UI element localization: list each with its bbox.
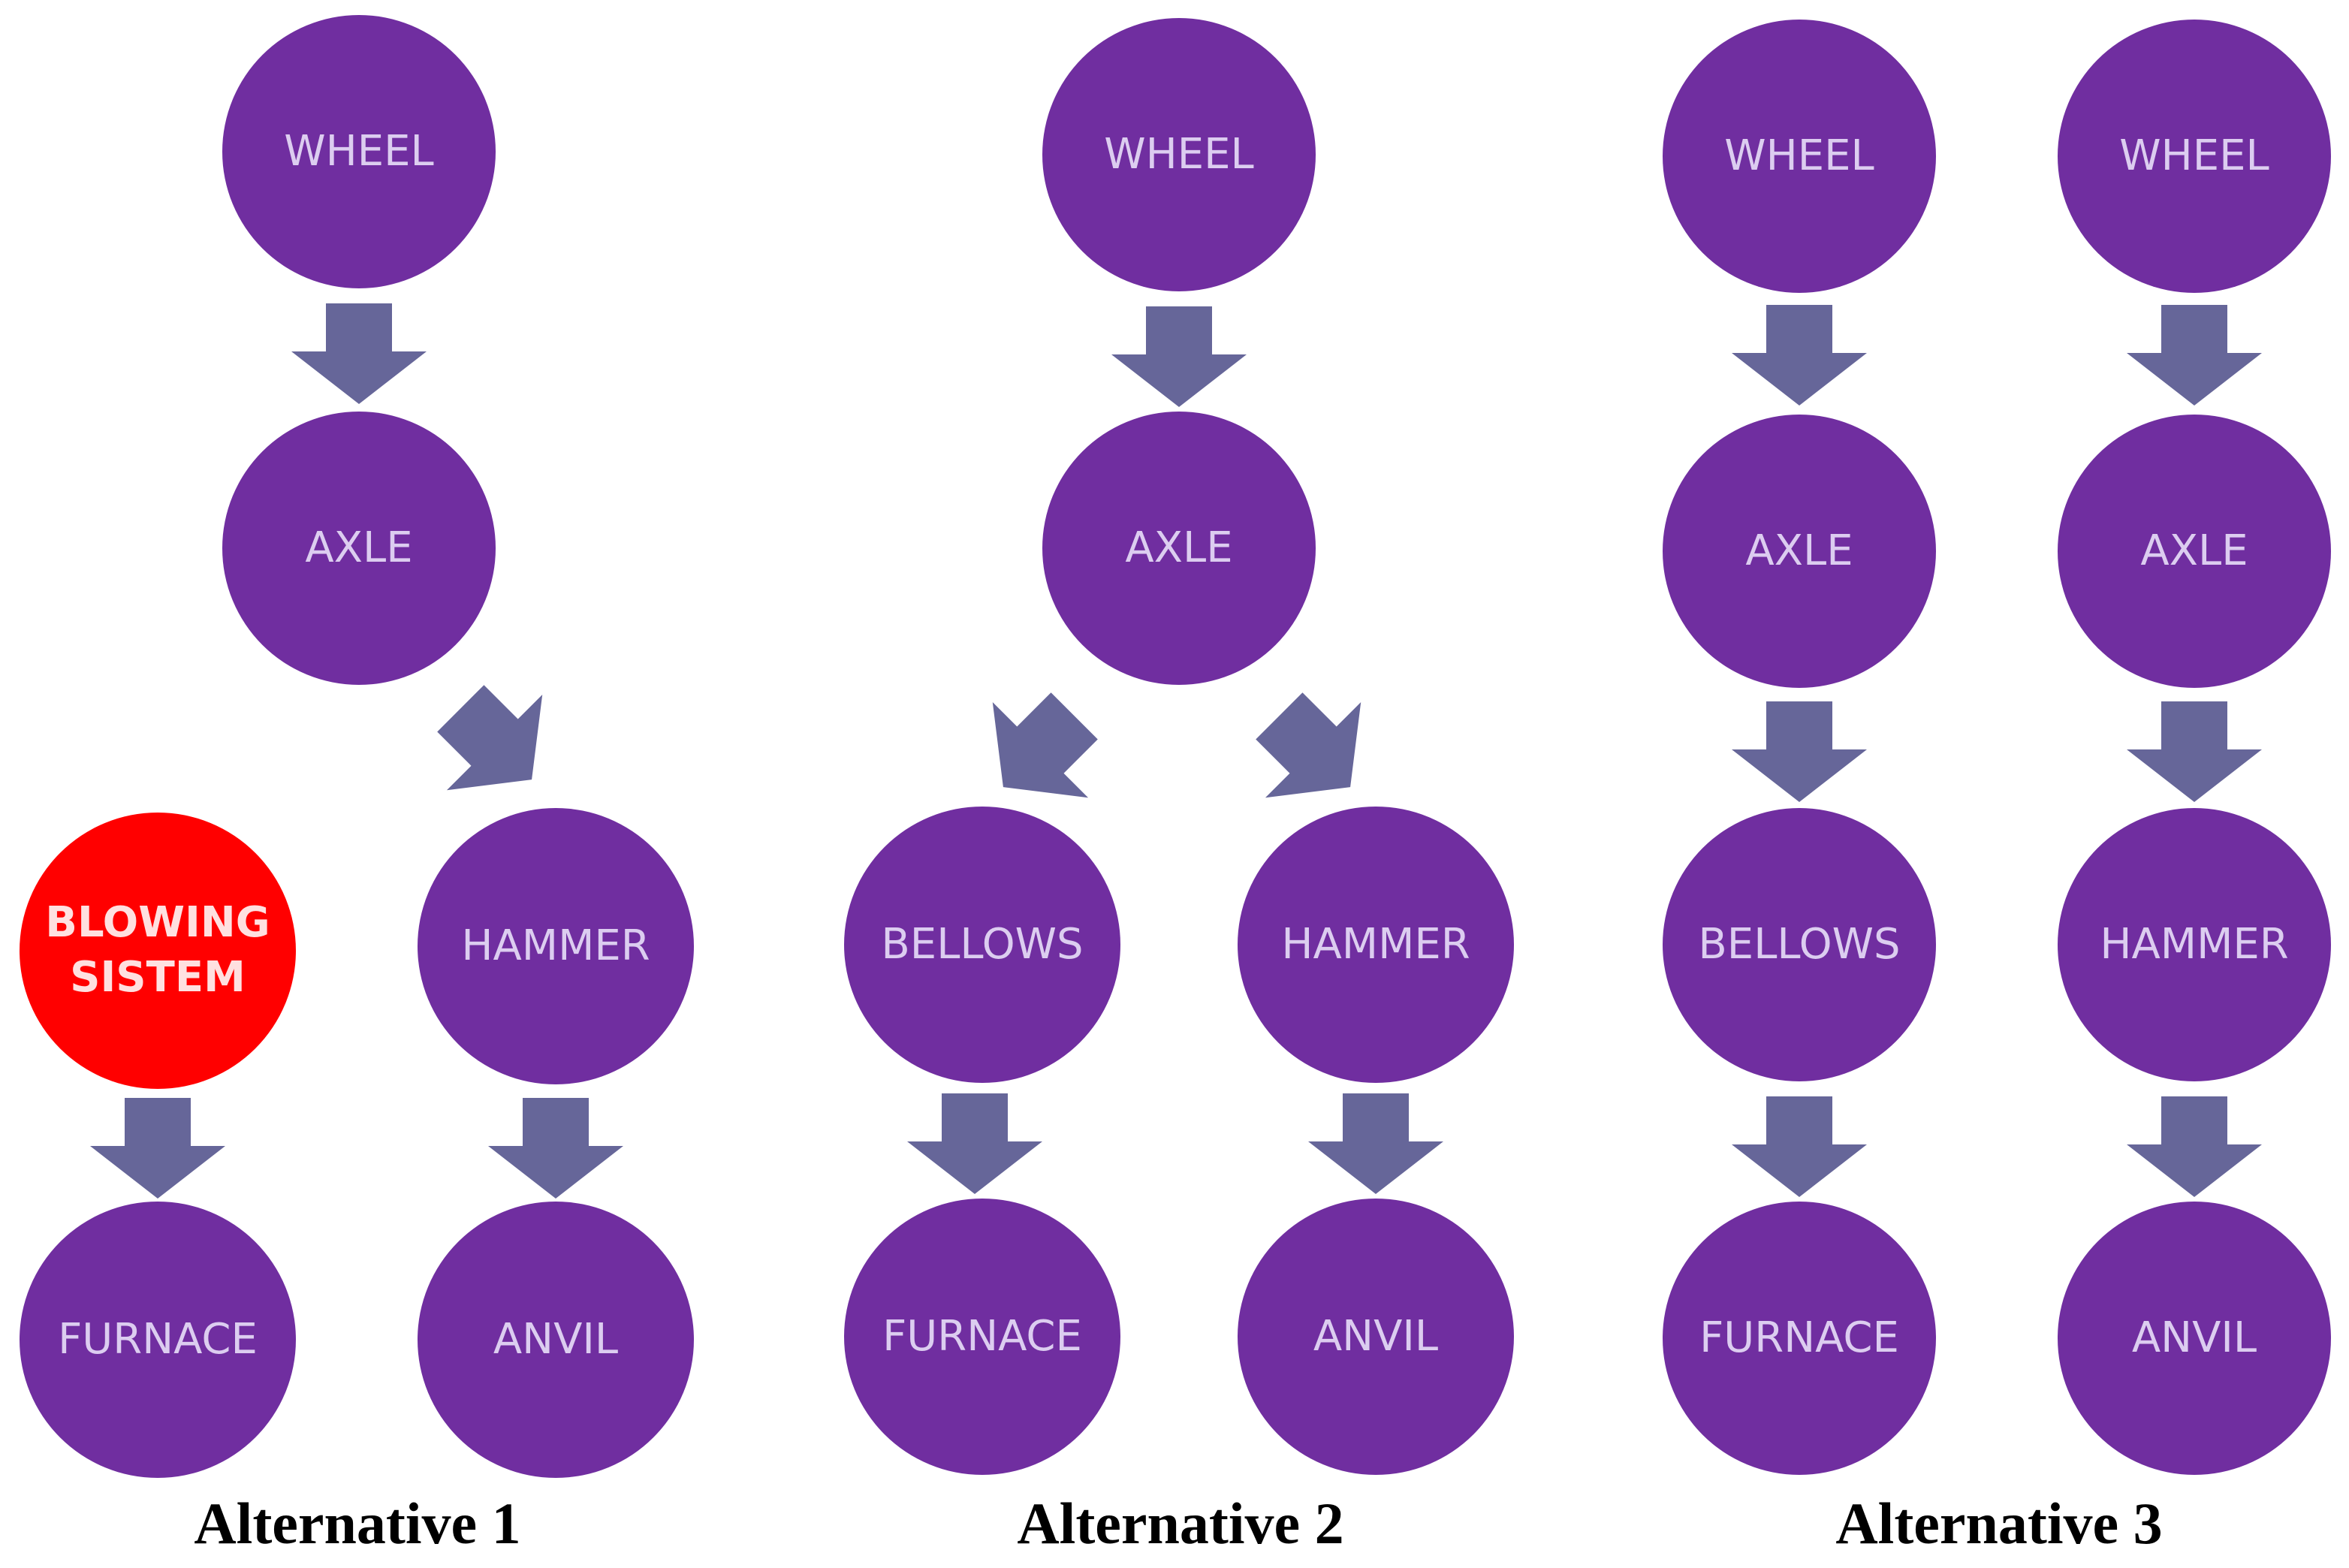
- alt3-bellows-label: BELLOWS: [1698, 919, 1901, 969]
- alt3-caption: Alternative 3: [1835, 1491, 2163, 1556]
- alt2-axle-node: AXLE: [1042, 412, 1316, 685]
- alt3-anvil-label: ANVIL: [2131, 1313, 2257, 1362]
- alt3-furnace-node: FURNACE: [1663, 1202, 1936, 1475]
- alt1-arrow-hammer-anvil: [488, 1098, 623, 1199]
- alt1-wheel-label: WHEEL: [284, 126, 434, 176]
- alt3-hammer-label: HAMMER: [2100, 919, 2289, 969]
- alt1-blowing-system-node: BLOWING SISTEM: [20, 813, 296, 1089]
- alt1-arrow-blowing-furnace: [90, 1098, 225, 1199]
- alt3-arrow-bellows-furnace: [1732, 1096, 1867, 1197]
- alt2-hammer-node: HAMMER: [1238, 807, 1514, 1083]
- alt3-wheel-right-node: WHEEL: [2058, 20, 2331, 293]
- alt2-wheel-label: WHEEL: [1104, 129, 1254, 179]
- alt1-furnace-label: FURNACE: [58, 1314, 258, 1364]
- alt2-bellows-label: BELLOWS: [881, 919, 1084, 969]
- alt2-anvil-node: ANVIL: [1238, 1199, 1514, 1475]
- alt2-furnace-label: FURNACE: [882, 1311, 1082, 1361]
- alt1-anvil-node: ANVIL: [418, 1202, 694, 1478]
- alt2-caption: Alternative 2: [1017, 1491, 1344, 1556]
- alt3-axle-right-label: AXLE: [2140, 526, 2248, 575]
- alt2-anvil-label: ANVIL: [1313, 1311, 1439, 1361]
- alt3-hammer-node: HAMMER: [2058, 808, 2331, 1081]
- alt3-wheel-right-label: WHEEL: [2119, 131, 2269, 180]
- alt2-arrow-bellows-furnace: [907, 1093, 1042, 1194]
- alt1-arrow-wheel-axle: [291, 303, 427, 404]
- alt2-hammer-label: HAMMER: [1281, 919, 1470, 969]
- alt2-arrow-wheel-axle: [1111, 306, 1247, 407]
- alt3-arrow-wheel-axle-left: [1732, 305, 1867, 406]
- alt3-bellows-node: BELLOWS: [1663, 808, 1936, 1081]
- alt3-wheel-left-label: WHEEL: [1724, 131, 1874, 180]
- alt1-axle-label: AXLE: [305, 523, 413, 572]
- alt3-arrow-wheel-axle-right: [2127, 305, 2262, 406]
- alt2-arrow-hammer-anvil: [1308, 1093, 1443, 1194]
- alt2-axle-label: AXLE: [1125, 523, 1233, 572]
- alt3-wheel-left-node: WHEEL: [1663, 20, 1936, 293]
- alt3-arrow-hammer-anvil: [2127, 1096, 2262, 1197]
- alt1-hammer-label: HAMMER: [461, 921, 650, 970]
- alt3-anvil-node: ANVIL: [2058, 1202, 2331, 1475]
- alt2-furnace-node: FURNACE: [844, 1199, 1120, 1475]
- alt2-bellows-node: BELLOWS: [844, 807, 1120, 1083]
- alt1-wheel-node: WHEEL: [222, 15, 496, 288]
- alt3-axle-right-node: AXLE: [2058, 415, 2331, 688]
- alt1-hammer-node: HAMMER: [418, 808, 694, 1084]
- alt2-arrow-axle-hammer: [1256, 692, 1361, 798]
- alt1-arrow-axle-hammer: [437, 685, 543, 791]
- alt1-furnace-node: FURNACE: [20, 1202, 296, 1478]
- alt1-blowing-system-label: BLOWING SISTEM: [45, 898, 270, 1002]
- alt1-caption: Alternative 1: [194, 1491, 521, 1556]
- alt3-arrow-axle-hammer: [2127, 701, 2262, 802]
- alt2-arrow-axle-bellows: [992, 692, 1098, 798]
- alt2-wheel-node: WHEEL: [1042, 18, 1316, 291]
- alt1-anvil-label: ANVIL: [493, 1314, 619, 1364]
- alt3-axle-left-node: AXLE: [1663, 415, 1936, 688]
- alt3-arrow-axle-bellows: [1732, 701, 1867, 802]
- alt1-axle-node: AXLE: [222, 412, 496, 685]
- alt3-axle-left-label: AXLE: [1745, 526, 1853, 575]
- alt3-furnace-label: FURNACE: [1699, 1313, 1899, 1362]
